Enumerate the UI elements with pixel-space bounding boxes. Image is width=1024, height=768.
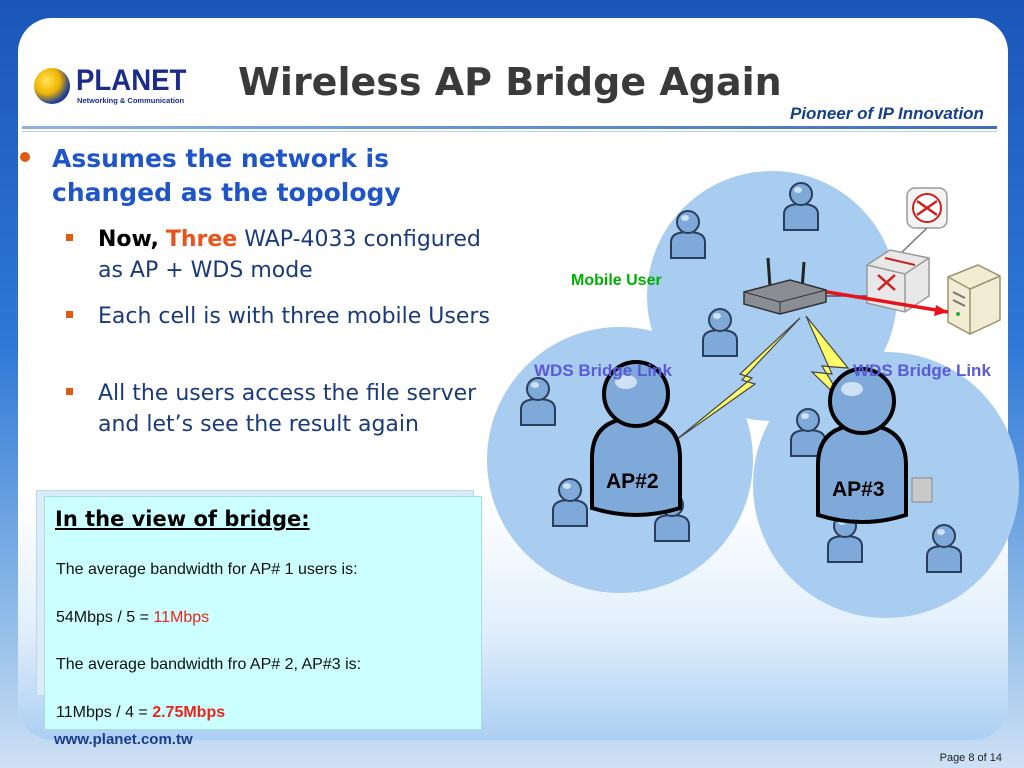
server-link bbox=[814, 288, 949, 314]
box-line-3: The average bandwidth fro AP# 2, AP#3 is… bbox=[56, 656, 362, 673]
box-line-4-prefix: 11Mbps / 4 = bbox=[56, 704, 153, 721]
ap1-bandwidth-value: 11Mbps bbox=[153, 609, 210, 626]
sub-bullet-2: Each cell is with three mobile Users bbox=[66, 301, 506, 332]
box-line-2-prefix: 54Mbps / 5 = bbox=[56, 609, 154, 626]
logo-subtitle: Networking & Communication bbox=[77, 96, 185, 105]
bullet-dot-icon bbox=[20, 152, 30, 162]
box-line-1: The average bandwidth for AP# 1 users is… bbox=[56, 561, 358, 578]
footer-url[interactable]: www.planet.com.tw bbox=[54, 731, 193, 748]
ap3-label: AP#3 bbox=[832, 478, 885, 501]
box-line-4: 11Mbps / 4 = 2.75Mbps bbox=[56, 704, 225, 722]
ap23-bandwidth-value: 2.75Mbps bbox=[152, 704, 226, 721]
bandwidth-box: In the view of bridge: The average bandw… bbox=[44, 496, 482, 730]
router-icon bbox=[906, 187, 948, 229]
sub-bullet-1-text: WAP-4033 configured as AP + WDS mode bbox=[98, 227, 481, 283]
three-label: Three bbox=[165, 227, 238, 252]
pc-icon bbox=[911, 477, 933, 503]
wds-link-right-label: WDS Bridge Link bbox=[853, 361, 991, 380]
header-divider bbox=[22, 126, 997, 129]
now-label: Now, bbox=[98, 227, 159, 252]
square-bullet-icon bbox=[66, 234, 73, 241]
wds-link-left-label: WDS Bridge Link bbox=[534, 361, 672, 380]
sub-bullet-3-text: All the users access the file server and… bbox=[98, 381, 477, 437]
globe-icon bbox=[34, 68, 70, 104]
page-title: Wireless AP Bridge Again bbox=[238, 60, 782, 104]
access-point-icon bbox=[743, 257, 827, 315]
sub-bullet-3: All the users access the file server and… bbox=[66, 378, 506, 440]
server-icon bbox=[947, 264, 1001, 335]
header-divider-thin bbox=[22, 131, 997, 132]
planet-logo: PLANET Networking & Communication bbox=[34, 64, 187, 110]
ap2-label: AP#2 bbox=[606, 470, 659, 493]
main-bullet: Assumes the network is changed as the to… bbox=[20, 142, 490, 210]
logo-wordmark: PLANET bbox=[76, 64, 187, 97]
square-bullet-icon bbox=[66, 388, 73, 395]
box-line-2: 54Mbps / 5 = 11Mbps bbox=[56, 609, 209, 627]
switch-icon bbox=[866, 249, 930, 313]
square-bullet-icon bbox=[66, 311, 73, 318]
mobile-user-label: Mobile User bbox=[571, 272, 662, 289]
main-bullet-text: Assumes the network is changed as the to… bbox=[52, 144, 401, 207]
box-heading: In the view of bridge: bbox=[55, 507, 310, 531]
tagline: Pioneer of IP Innovation bbox=[790, 104, 984, 123]
sub-bullet-1: Now, Three WAP-4033 configured as AP + W… bbox=[66, 224, 506, 286]
page-number: Page 8 of 14 bbox=[939, 752, 1002, 764]
sub-bullet-2-text: Each cell is with three mobile Users bbox=[98, 304, 490, 329]
